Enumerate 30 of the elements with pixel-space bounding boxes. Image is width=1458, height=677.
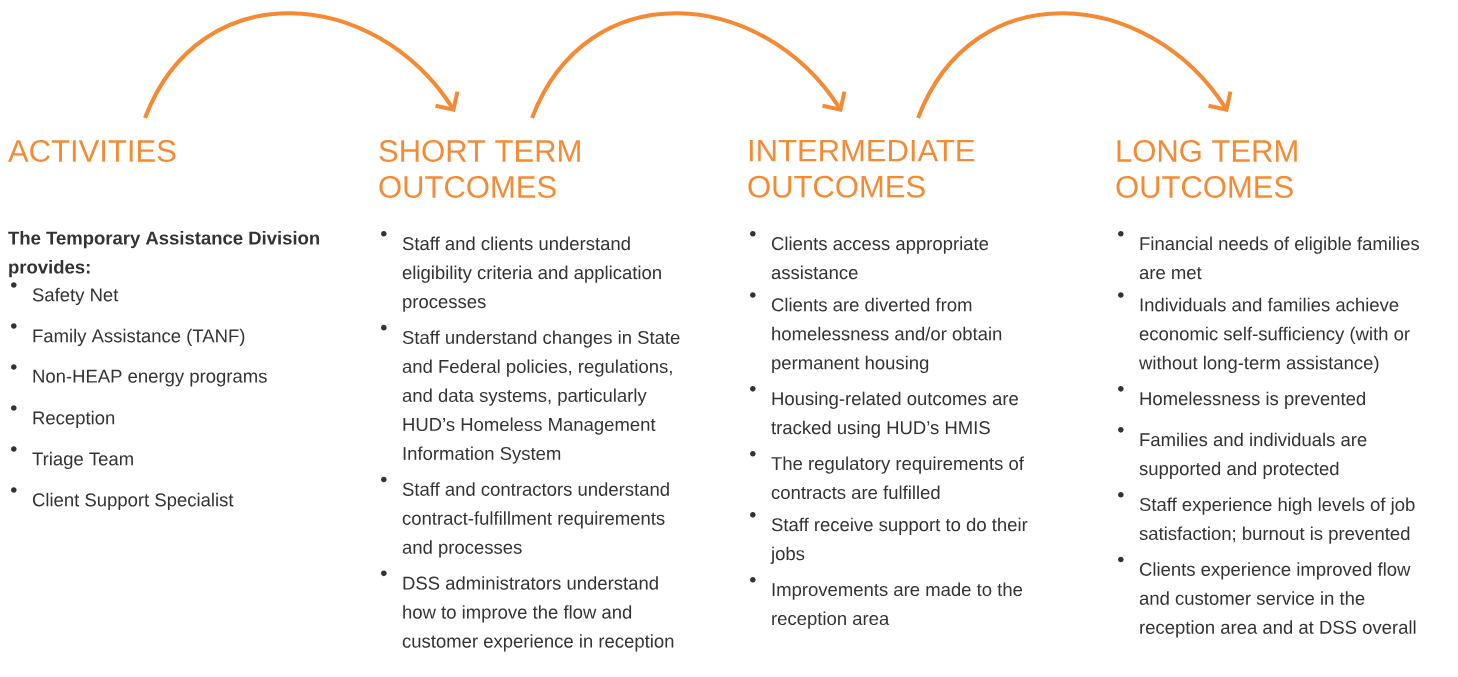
column-heading: INTERMEDIATE OUTCOMES	[748, 140, 975, 198]
bullet-item: Safety Net	[11, 282, 119, 306]
bullet-item: Financial needs of eligible families are met	[1118, 231, 1419, 280]
bullet-item: Non-HEAP energy programs	[11, 364, 267, 387]
bullet-item: Staff and clients understand eligibility criteria and application processes	[381, 231, 661, 312]
bullet-item: Clients are diverted from homelessness and/or obtain permanent housing	[750, 292, 1002, 374]
bullet-item: Housing-related outcomes are tracked using HUD’s HMIS	[750, 386, 1018, 438]
bullet-item: Individuals and families achieve economic self-sufficiency (with or without long-term assistance)	[1118, 292, 1410, 374]
bullet-item: Triage Team	[11, 446, 133, 470]
bullet-item: Clients access appropriate assistance	[750, 231, 989, 280]
bullet-item: Client Support Specialist	[11, 487, 234, 511]
bullet-item: Improvements are made to the reception area	[750, 576, 1023, 629]
bullet-item: Clients experience improved flow and customer service in the reception area and at DSS overall	[1118, 556, 1416, 638]
bullet-item: Staff and contractors understand contract-fulfillment requirements and processes	[381, 476, 669, 558]
bullet-item: DSS administrators understand how to improve the flow and customer experience in reception	[381, 570, 674, 652]
bullet-item: Families and individuals are supported and protected	[1118, 427, 1367, 479]
bullet-item: The regulatory requirements of contracts are fulfilled	[750, 450, 1024, 500]
bullet-item: Family Assistance (TANF)	[11, 323, 245, 347]
curved-arrow	[143, 11, 460, 119]
bullet-item: Staff experience high levels of job satisfaction; burnout is prevented	[1118, 491, 1415, 544]
curved-arrow	[916, 11, 1233, 119]
curved-arrow	[530, 11, 847, 119]
bullet-item: Homelessness is prevented	[1118, 386, 1366, 409]
bullet-item: Staff understand changes in State and Federal policies, regulations, and data systems, particularly HUD’s Homeless Management Information System	[381, 324, 680, 464]
column-heading: LONG TERM OUTCOMES	[1116, 140, 1297, 198]
bullet-item: Reception	[11, 405, 115, 429]
intro-text: The Temporary Assistance Division provides:	[8, 231, 320, 278]
column-heading: ACTIVITIES	[8, 140, 176, 162]
bullet-item: Staff receive support to do their jobs	[750, 512, 1028, 564]
column-heading: SHORT TERM OUTCOMES	[379, 140, 580, 198]
